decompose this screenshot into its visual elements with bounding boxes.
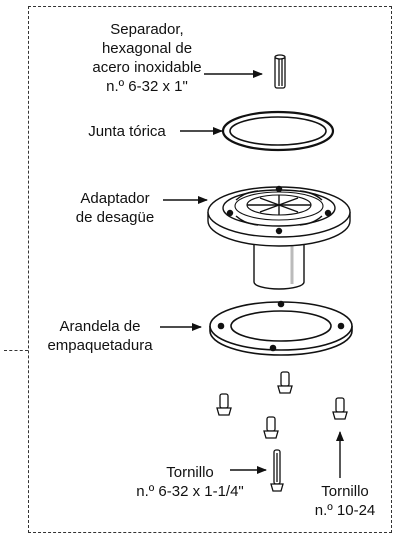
label-gasket-washer-line-2: empaquetadura [47,337,153,354]
label-screw-10-24: Tornillo n.º 10-24 [300,482,390,520]
label-oring: Junta tórica [62,122,192,141]
label-screw-10-24-line-2: n.º 10-24 [314,502,376,519]
label-drain-adapter-line-2: de desagüe [75,209,155,226]
label-gasket-washer-line-1: Arandela de [59,318,141,335]
o-ring-part [221,110,335,152]
label-spacer-line-3: acero inoxidable [92,59,202,76]
label-spacer: Separador, hexagonal de acero inoxidable… [62,20,232,96]
screw-10-24-middle [263,416,279,439]
label-drain-adapter-line-1: Adaptador [80,190,150,207]
label-oring-line-1: Junta tórica [88,123,166,140]
label-spacer-line-1: Separador, [110,21,184,38]
label-screw-6-32: Tornillo n.º 6-32 x 1-1/4" [108,463,272,501]
label-screw-6-32-line-1: Tornillo [166,464,214,481]
screw-10-24-top [277,371,293,394]
screw-6-32-part [270,449,284,492]
hex-spacer-part [274,54,286,89]
label-screw-10-24-line-1: Tornillo [321,483,369,500]
label-gasket-washer: Arandela de empaquetadura [36,317,164,355]
gasket-washer-part [209,300,353,356]
label-drain-adapter: Adaptador de desagüe [60,189,170,227]
frame-connector-line [4,350,28,351]
screw-10-24-left [216,393,232,416]
label-spacer-line-2: hexagonal de [101,40,193,57]
label-screw-6-32-line-2: n.º 6-32 x 1-1/4" [136,483,244,500]
screw-10-24-right [332,397,348,420]
drain-adapter-part [207,185,351,290]
dashed-frame [28,6,392,533]
label-spacer-line-4: n.º 6-32 x 1" [106,78,188,95]
